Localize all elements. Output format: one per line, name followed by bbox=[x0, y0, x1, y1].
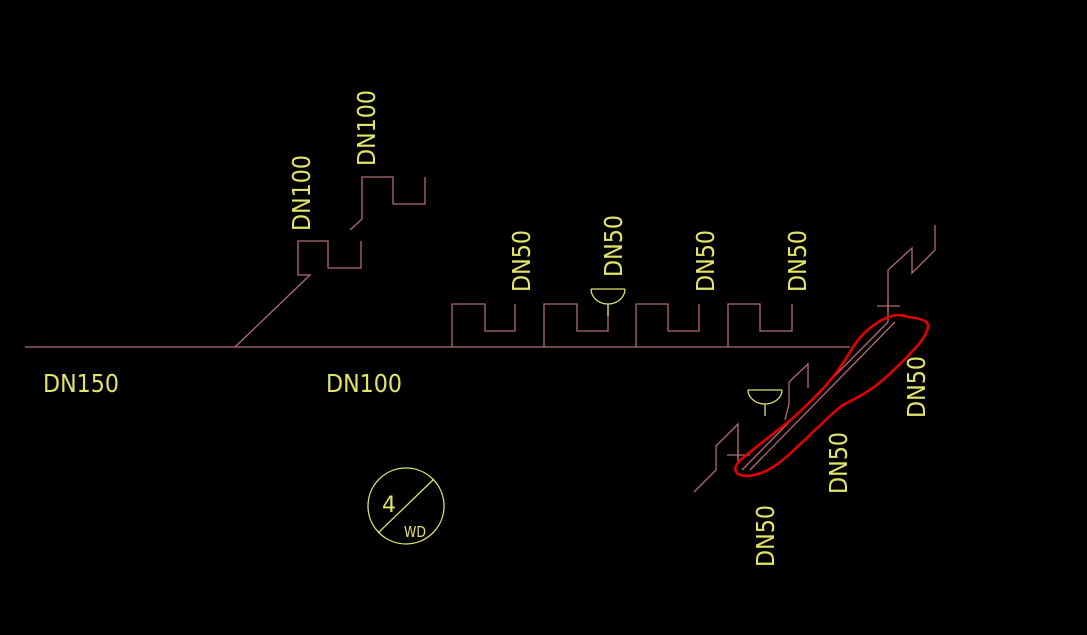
left-branch-pipe bbox=[234, 240, 362, 348]
section-divider bbox=[377, 478, 435, 534]
floor-drain-icon-diagonal bbox=[747, 389, 783, 416]
floor-drain-icon bbox=[590, 288, 626, 316]
fixture-branch-1 bbox=[451, 303, 516, 347]
main-dn100-label: DN100 bbox=[326, 369, 402, 398]
branch-1-dn50-label: DN50 bbox=[507, 230, 536, 292]
pipe-end-tick-top bbox=[877, 300, 900, 312]
diagonal-mid-trap bbox=[784, 362, 809, 421]
section-circle bbox=[367, 467, 445, 545]
section-code: WD bbox=[404, 523, 426, 541]
fixture-branch-2 bbox=[543, 303, 609, 347]
diagonal-lower-dn50-label: DN50 bbox=[751, 505, 780, 567]
main-dn150-label: DN150 bbox=[43, 369, 119, 398]
riser-right-dn100-label: DN100 bbox=[352, 90, 381, 166]
fixture-branch-4 bbox=[727, 303, 793, 347]
diagonal-upper-dn50-label: DN50 bbox=[902, 356, 931, 418]
highlight-annotation bbox=[734, 313, 930, 478]
section-number: 4 bbox=[382, 493, 396, 518]
diagonal-top-trap bbox=[887, 225, 936, 322]
branch-4-dn50-label: DN50 bbox=[783, 230, 812, 292]
fixture-branch-3 bbox=[635, 303, 700, 347]
riser-left-dn100-label: DN100 bbox=[287, 155, 316, 231]
diagonal-mid-dn50-label: DN50 bbox=[824, 432, 853, 494]
upper-branch-pipe bbox=[349, 176, 426, 231]
branch-3-dn50-label: DN50 bbox=[691, 230, 720, 292]
section-index-symbol: 4 WD bbox=[367, 467, 445, 545]
diagonal-pipe-b bbox=[749, 321, 896, 471]
diagonal-lower-trap bbox=[693, 422, 739, 493]
branch-2-dn50-label: DN50 bbox=[599, 215, 628, 277]
